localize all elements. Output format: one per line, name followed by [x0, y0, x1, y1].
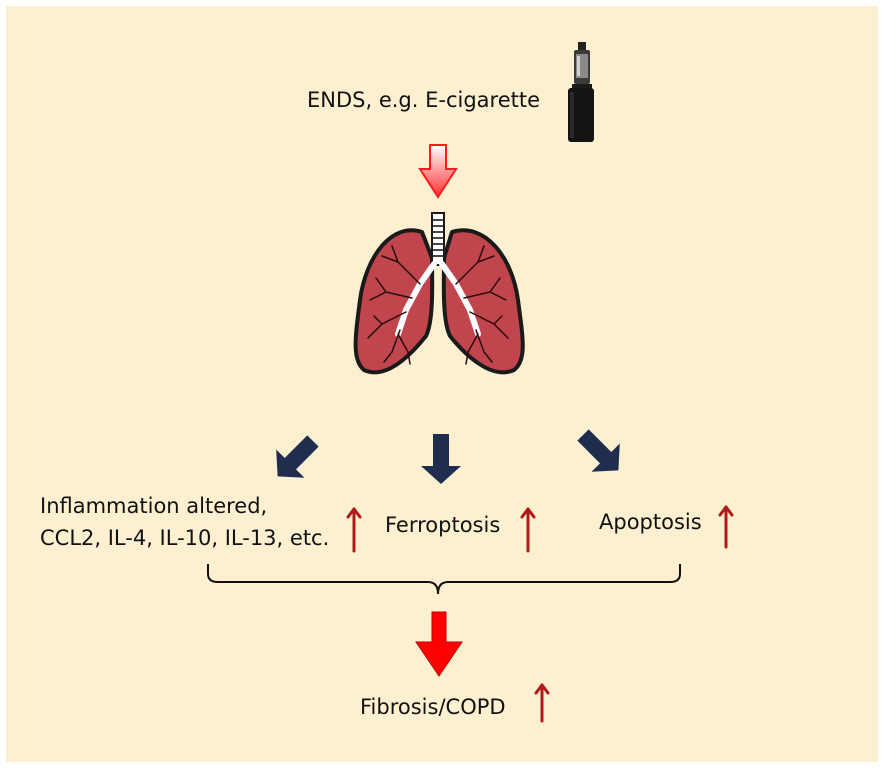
lungs-icon	[353, 212, 525, 375]
inflammation-label: Inflammation altered, CCL2, IL-4, IL-10,…	[40, 490, 329, 554]
arrow-to-outcome	[415, 611, 463, 677]
inflammation-label-line-2: CCL2, IL-4, IL-10, IL-13, etc.	[40, 526, 330, 550]
arrow-to-ferroptosis	[421, 434, 461, 484]
outcome-label: Fibrosis/COPD	[360, 695, 506, 719]
e-cigarette-icon	[568, 42, 594, 142]
source-label: ENDS, e.g. E-cigarette	[307, 88, 541, 112]
ferroptosis-label: Ferroptosis	[385, 513, 501, 537]
inflammation-trend-up-icon	[346, 507, 362, 553]
arrow-to-apoptosis	[577, 429, 620, 472]
arrow-to-inflammation	[276, 435, 319, 478]
apoptosis-trend-up-icon	[718, 505, 734, 549]
apoptosis-label: Apoptosis	[599, 510, 702, 534]
outcome-trend-up-icon	[534, 683, 550, 723]
ferroptosis-trend-up-icon	[520, 507, 536, 553]
exposure-arrow	[418, 144, 458, 199]
inflammation-label-line-1: Inflammation altered,	[40, 494, 268, 518]
grouping-brace	[207, 564, 681, 595]
